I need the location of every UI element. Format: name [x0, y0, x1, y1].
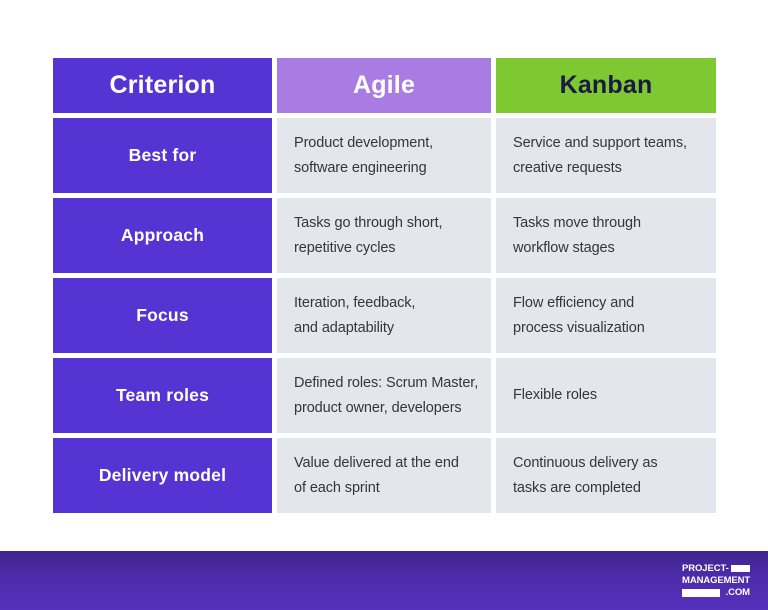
brand-line-3: .COM — [682, 587, 750, 599]
cell-team-roles-kanban: Flexible roles — [496, 358, 716, 433]
cell-focus-agile: Iteration, feedback, and adaptability — [277, 278, 491, 353]
row-label-delivery-model: Delivery model — [53, 438, 272, 513]
row-label-team-roles: Team roles — [53, 358, 272, 433]
cell-best-for-kanban: Service and support teams, creative requ… — [496, 118, 716, 193]
cell-approach-kanban: Tasks move through workflow stages — [496, 198, 716, 273]
cell-focus-kanban: Flow efficiency and process visualizatio… — [496, 278, 716, 353]
brand-text-management: MANAGEMENT — [682, 574, 751, 586]
cell-delivery-model-kanban: Continuous delivery as tasks are complet… — [496, 438, 716, 513]
cell-best-for-agile: Product development, software engineerin… — [277, 118, 491, 193]
header-cell-agile: Agile — [277, 58, 491, 113]
cell-approach-agile: Tasks go through short, repetitive cycle… — [277, 198, 491, 273]
logo-box-icon — [731, 565, 750, 572]
brand-text-project: PROJECT- — [682, 562, 729, 574]
row-label-focus: Focus — [53, 278, 272, 353]
header-cell-kanban: Kanban — [496, 58, 716, 113]
logo-box-icon — [682, 588, 720, 597]
brand-text-com: .COM — [725, 586, 751, 598]
row-label-best-for: Best for — [53, 118, 272, 193]
row-label-approach: Approach — [53, 198, 272, 273]
brand-logo: PROJECT- MANAGEMENT .COM — [682, 563, 750, 599]
cell-team-roles-agile: Defined roles: Scrum Master, product own… — [277, 358, 491, 433]
cell-delivery-model-agile: Value delivered at the end of each sprin… — [277, 438, 491, 513]
brand-line-2: MANAGEMENT — [682, 575, 750, 587]
comparison-table: Criterion Agile Kanban Best for Product … — [53, 58, 716, 513]
brand-line-1: PROJECT- — [682, 563, 750, 575]
footer-bar: PROJECT- MANAGEMENT .COM — [0, 551, 768, 610]
header-cell-criterion: Criterion — [53, 58, 272, 113]
